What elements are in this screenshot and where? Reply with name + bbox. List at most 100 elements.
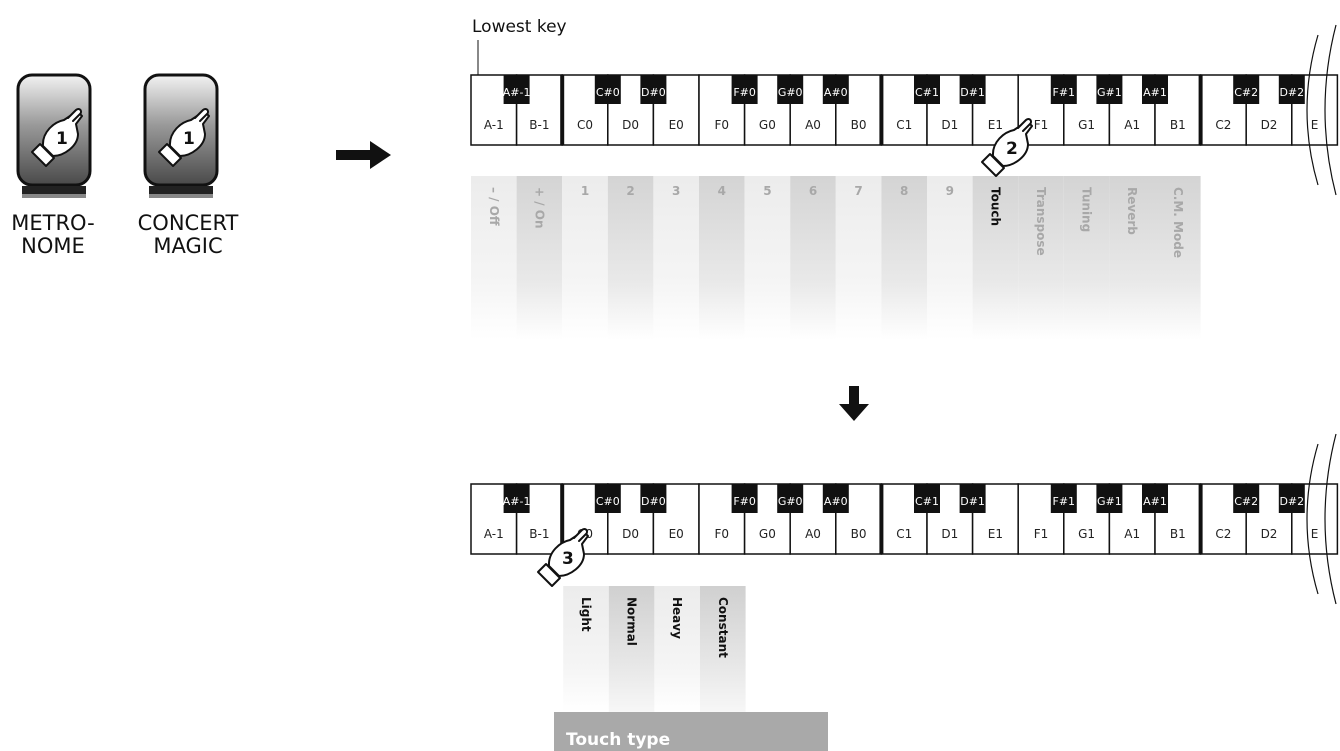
white-key-f0[interactable]: F0 — [698, 483, 746, 555]
black-key-shape — [822, 484, 849, 513]
black-key-d-sharp1[interactable]: D#1 — [959, 75, 986, 104]
function-2: 2 — [607, 176, 654, 340]
black-key-f-sharp0[interactable]: F#0 — [731, 75, 758, 104]
touch-type-label: Normal — [625, 597, 639, 646]
black-key-c-sharp0[interactable]: C#0 — [594, 75, 621, 104]
black-key-label: D#1 — [960, 86, 985, 99]
function-touch: Touch — [972, 176, 1019, 340]
octave-divider — [1198, 484, 1203, 554]
black-key-a-sharp0[interactable]: A#0 — [822, 484, 849, 513]
function-label: 3 — [672, 184, 680, 198]
black-key-a-sharp-1[interactable]: A#-1 — [503, 484, 531, 513]
function-9: 9 — [927, 176, 973, 340]
keyboard-break-mark — [1306, 34, 1319, 186]
black-key-g-sharp0[interactable]: G#0 — [777, 484, 804, 513]
hand-finger — [1017, 117, 1033, 132]
black-key-a-sharp-1[interactable]: A#-1 — [503, 75, 531, 104]
black-key-a-sharp0[interactable]: A#0 — [822, 75, 849, 104]
black-key-shape — [1050, 75, 1077, 104]
white-key-b0[interactable]: B0 — [835, 74, 883, 146]
function-reverb: Reverb — [1109, 176, 1155, 340]
black-key-d-sharp0[interactable]: D#0 — [640, 75, 667, 104]
white-key-label: D0 — [622, 118, 639, 132]
black-key-c-sharp1[interactable]: C#1 — [914, 75, 940, 104]
black-key-shape — [594, 75, 621, 104]
hand-palm — [991, 121, 1033, 167]
white-key-label: C1 — [896, 118, 912, 132]
keyboard-break-mark — [1324, 24, 1337, 196]
white-key-label: G1 — [1078, 527, 1095, 541]
black-key-label: G#1 — [1097, 495, 1122, 508]
black-key-label: F#0 — [733, 86, 756, 99]
button-base-shadow — [22, 194, 86, 198]
function-column — [1155, 176, 1201, 340]
black-key-shape — [914, 484, 940, 513]
button-caption-line: NOME — [21, 234, 85, 258]
black-key-g-sharp1[interactable]: G#1 — [1096, 75, 1123, 104]
function-column — [516, 176, 563, 340]
hand-palm — [41, 111, 83, 157]
function-label: 1 — [581, 184, 589, 198]
black-key-label: A#-1 — [503, 86, 531, 99]
black-key-g-sharp1[interactable]: G#1 — [1096, 484, 1123, 513]
function-column — [790, 176, 836, 340]
black-key-f-sharp1[interactable]: F#1 — [1050, 75, 1077, 104]
function-column — [835, 176, 882, 340]
touch-type-light: Light — [563, 586, 609, 712]
black-key-c-sharp2[interactable]: C#2 — [1233, 75, 1260, 104]
function-column — [927, 176, 973, 340]
black-key-c-sharp0[interactable]: C#0 — [594, 484, 621, 513]
white-key-label: E1 — [988, 118, 1003, 132]
black-key-shape — [503, 75, 530, 104]
black-key-f-sharp0[interactable]: F#0 — [731, 484, 758, 513]
keyboard-bottom: A-1B-1C0D0E0F0G0A0B0C1D1E1F1G1A1B1C2D2EA… — [470, 433, 1339, 605]
white-key-label: A-1 — [484, 527, 504, 541]
black-key-shape — [640, 484, 667, 513]
black-key-a-sharp1[interactable]: A#1 — [1142, 75, 1168, 104]
white-key-label: D2 — [1261, 118, 1278, 132]
black-key-label: C#1 — [915, 495, 939, 508]
touch-type-normal: Normal — [608, 586, 655, 712]
black-key-d-sharp2[interactable]: D#2 — [1278, 484, 1305, 513]
black-key-shape — [503, 484, 530, 513]
black-key-a-sharp1[interactable]: A#1 — [1142, 484, 1168, 513]
function-column — [699, 176, 745, 340]
button-base — [149, 186, 213, 195]
black-key-d-sharp2[interactable]: D#2 — [1278, 75, 1305, 104]
touch-type-bar — [554, 712, 828, 751]
black-key-d-sharp0[interactable]: D#0 — [640, 484, 667, 513]
black-key-f-sharp1[interactable]: F#1 — [1050, 484, 1077, 513]
black-key-label: C#2 — [1234, 86, 1258, 99]
black-key-label: D#2 — [1279, 86, 1304, 99]
white-key-label: E0 — [669, 527, 684, 541]
black-key-shape — [1050, 484, 1077, 513]
function-off: – / Off — [471, 176, 517, 340]
white-key-label: A1 — [1124, 527, 1140, 541]
black-key-c-sharp1[interactable]: C#1 — [914, 484, 940, 513]
function-column — [471, 176, 517, 340]
lowest-key-label: Lowest key — [472, 17, 567, 37]
white-key-label: A-1 — [484, 118, 504, 132]
touch-type-label: Light — [579, 597, 593, 632]
touch-type-column — [654, 586, 700, 712]
hold-hand-icon: 1 — [158, 107, 210, 167]
hand-cuff — [158, 143, 182, 167]
black-key-shape — [1142, 75, 1168, 104]
white-key-label: A1 — [1124, 118, 1140, 132]
black-key-c-sharp2[interactable]: C#2 — [1233, 484, 1260, 513]
black-key-g-sharp0[interactable]: G#0 — [777, 75, 804, 104]
white-key-label: E — [1311, 118, 1319, 132]
white-key-label: B-1 — [529, 527, 549, 541]
black-key-d-sharp1[interactable]: D#1 — [959, 484, 986, 513]
button-caption-line: MAGIC — [153, 234, 222, 258]
white-key-label: C0 — [577, 118, 593, 132]
function-label: 7 — [854, 184, 862, 198]
touch-type-title: Touch type — [566, 730, 670, 750]
function-7: 7 — [835, 176, 882, 340]
white-key-label: G0 — [759, 527, 776, 541]
keyboard-break-mark — [1306, 443, 1319, 595]
